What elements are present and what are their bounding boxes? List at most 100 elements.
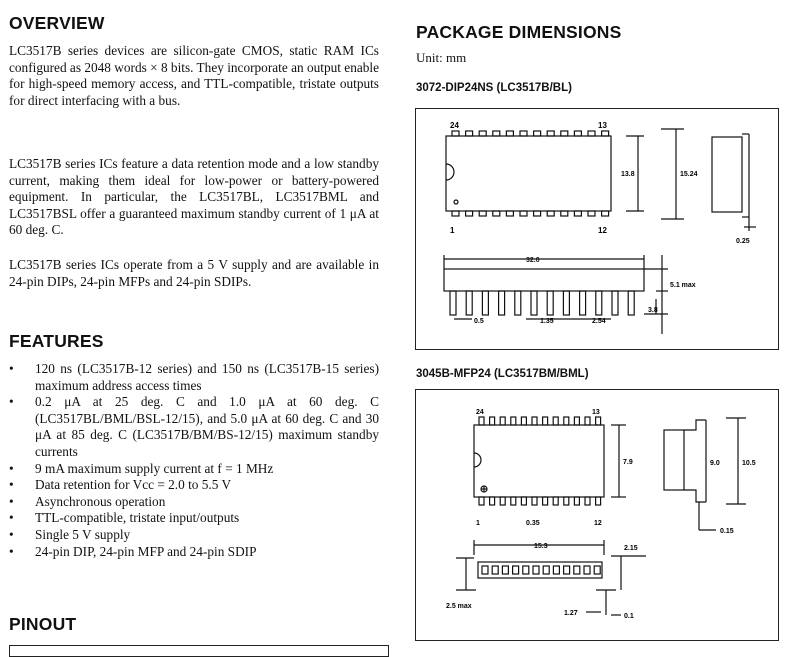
mfp-drawing: 24 13 1 12 7.9 9.0 10.5 0.35 0.15 15.3 2… bbox=[415, 389, 779, 641]
pin-outline bbox=[505, 130, 515, 137]
dip-drawing: 24 13 1 12 13.8 15.24 0.25 32.0 5.1 max … bbox=[415, 108, 779, 350]
pin-outline bbox=[531, 416, 538, 426]
pin-outline bbox=[505, 210, 515, 217]
pin-outline bbox=[497, 290, 506, 316]
pin-outline bbox=[601, 130, 610, 137]
pin-outline bbox=[522, 565, 530, 575]
mfp-dim-1-27: 1.27 bbox=[564, 610, 578, 617]
pin-outline bbox=[601, 210, 610, 217]
pin-outline bbox=[481, 565, 489, 575]
mfp-dim-2-15: 2.15 bbox=[624, 545, 638, 552]
pin-outline bbox=[519, 210, 528, 217]
dip-label: 3072-DIP24NS (LC3517B/BL) bbox=[416, 82, 572, 94]
pin-outline bbox=[552, 565, 560, 575]
pinout-heading: PINOUT bbox=[9, 614, 77, 634]
dip-dim-13-8: 13.8 bbox=[621, 171, 635, 178]
dip-pin24-label: 24 bbox=[450, 121, 459, 130]
mfp-dim-15-3: 15.3 bbox=[534, 543, 548, 550]
pin-outline bbox=[464, 210, 474, 217]
pin-outline bbox=[560, 210, 569, 217]
pin-outline bbox=[579, 290, 587, 316]
list-item: Data retention for Vcc = 2.0 to 5.5 V bbox=[9, 477, 379, 494]
pin-outline bbox=[546, 130, 555, 137]
list-item: Single 5 V supply bbox=[9, 527, 379, 544]
pin-outline bbox=[573, 565, 581, 575]
pin-outline bbox=[532, 210, 542, 217]
pin-outline bbox=[595, 496, 602, 506]
pin-outline bbox=[573, 416, 580, 426]
dip-dim-3-8: 3.8 bbox=[648, 307, 658, 314]
pin-outline bbox=[514, 290, 522, 316]
pin-outline bbox=[478, 496, 485, 506]
dip-dim-0-5: 0.5 bbox=[474, 318, 484, 325]
pin-outline bbox=[584, 416, 591, 426]
pin-outline bbox=[546, 290, 554, 316]
dip-dim-32-0: 32.0 bbox=[526, 257, 540, 264]
mfp-pin12-label: 12 bbox=[594, 520, 602, 527]
pin-outline bbox=[541, 416, 549, 426]
mfp-pin13-label: 13 bbox=[592, 409, 600, 416]
pin-outline bbox=[478, 416, 485, 426]
pin-outline bbox=[531, 496, 538, 506]
list-item: TTL-compatible, tristate input/outputs bbox=[9, 510, 379, 527]
mfp-package-svg: 24 13 1 12 7.9 9.0 10.5 0.35 0.15 15.3 2… bbox=[446, 409, 756, 620]
overview-paragraph-3: LC3517B series ICs operate from a 5 V su… bbox=[9, 257, 379, 289]
unit-label: Unit: mm bbox=[416, 50, 467, 65]
pin-outline bbox=[563, 496, 570, 506]
pin-outline bbox=[552, 416, 559, 426]
package-heading: PACKAGE DIMENSIONS bbox=[416, 22, 622, 42]
pin-outline bbox=[532, 130, 542, 137]
dip-dim-15-24: 15.24 bbox=[680, 171, 698, 178]
overview-heading: OVERVIEW bbox=[9, 13, 105, 33]
pinout-box bbox=[9, 645, 389, 657]
list-item: 120 ns (LC3517B-12 series) and 150 ns (L… bbox=[9, 361, 379, 394]
mfp-dim-10-5: 10.5 bbox=[742, 460, 756, 467]
pin-outline bbox=[595, 416, 602, 426]
pin-outline bbox=[464, 130, 474, 137]
pin-outline bbox=[542, 565, 550, 575]
mfp-pin1-label: 1 bbox=[476, 520, 480, 527]
overview-paragraph-2: LC3517B series ICs feature a data retent… bbox=[9, 156, 379, 238]
pin-outline bbox=[573, 496, 580, 506]
mfp-label: 3045B-MFP24 (LC3517BM/BML) bbox=[416, 368, 589, 380]
dip-package-svg: 24 13 1 12 13.8 15.24 0.25 32.0 5.1 max … bbox=[443, 121, 756, 334]
pin-outline bbox=[532, 565, 540, 575]
pin-outline bbox=[573, 210, 582, 217]
pin-outline bbox=[560, 130, 569, 137]
pin-outline bbox=[478, 210, 487, 217]
mfp-dim-0-15: 0.15 bbox=[720, 528, 734, 535]
pin-outline bbox=[481, 290, 490, 316]
dip-dim-5-1: 5.1 max bbox=[670, 282, 696, 289]
list-item: Asynchronous operation bbox=[9, 494, 379, 511]
pin-outline bbox=[563, 416, 570, 426]
mfp-dim-0-1: 0.1 bbox=[624, 613, 634, 620]
pin-outline bbox=[611, 290, 619, 316]
pin-outline bbox=[478, 130, 487, 137]
pin-outline bbox=[519, 130, 528, 137]
pin-outline bbox=[530, 290, 538, 316]
dip-dim-2-54: 2.54 bbox=[592, 318, 606, 325]
pin-outline bbox=[491, 565, 499, 575]
pin-outline bbox=[546, 210, 555, 217]
features-heading: FEATURES bbox=[9, 331, 104, 351]
pin-outline bbox=[449, 290, 457, 316]
pin-outline bbox=[465, 290, 473, 316]
dip-dim-1-35: 1.35 bbox=[540, 318, 554, 325]
pin-outline bbox=[587, 210, 596, 217]
pin-outline bbox=[562, 290, 570, 316]
list-item: 9 mA maximum supply current at f = 1 MHz bbox=[9, 461, 379, 478]
dip-pin12-label: 12 bbox=[598, 226, 607, 235]
pin-outline bbox=[593, 565, 601, 575]
pin-outline bbox=[510, 416, 517, 426]
pin-outline bbox=[492, 210, 501, 217]
pin-outline bbox=[563, 565, 571, 575]
overview-paragraph-1: LC3517B series devices are silicon-gate … bbox=[9, 43, 379, 108]
dip-pin13-label: 13 bbox=[598, 121, 607, 130]
dip-dim-0-25: 0.25 bbox=[736, 238, 750, 245]
list-item: 0.2 μA at 25 deg. C and 1.0 μA at 60 deg… bbox=[9, 394, 379, 460]
pin-outline bbox=[451, 210, 460, 217]
pin-outline bbox=[510, 496, 517, 506]
pin-outline bbox=[520, 416, 528, 426]
pin-outline bbox=[499, 496, 506, 506]
pin-outline bbox=[583, 565, 591, 575]
